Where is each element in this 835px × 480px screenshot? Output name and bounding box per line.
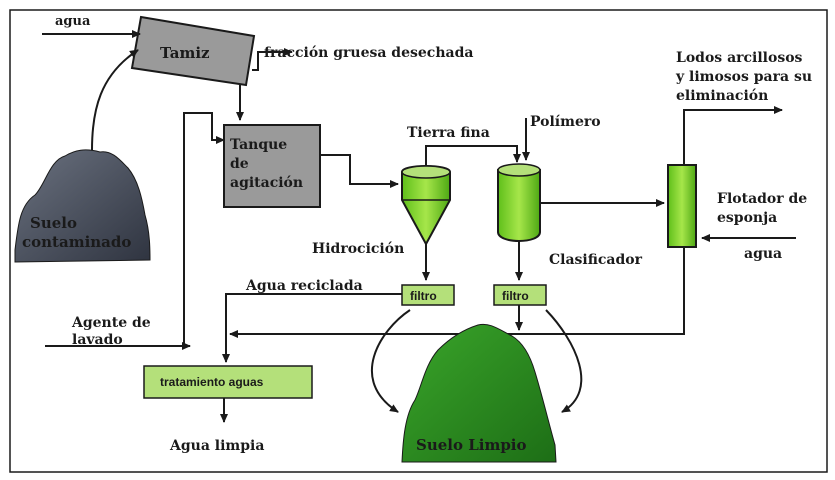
tanque-label-2: de — [230, 156, 249, 172]
lodos-label-3: eliminación — [676, 88, 768, 104]
flotador-box — [667, 164, 697, 248]
agua-right-label: agua — [744, 246, 782, 262]
filtro-2-label: filtro — [502, 289, 529, 303]
flotador-label-1: Flotador de — [717, 191, 807, 207]
clasificador-label: Clasificador — [549, 252, 643, 268]
polimero-label: Polímero — [530, 114, 601, 130]
tamiz-label: Tamiz — [160, 44, 210, 62]
tratamiento-label: tratamiento aguas — [160, 375, 264, 389]
filtro-1-label: filtro — [410, 289, 437, 303]
hidrociclon-label: Hidrocición — [312, 241, 404, 257]
tierra-fina-arrow — [425, 145, 521, 166]
fraccion-arrow — [252, 48, 293, 71]
tierra-fina-label: Tierra fina — [407, 125, 490, 141]
tanque-label-1: Tanque — [230, 137, 287, 153]
soil-to-tamiz-arrow — [91, 49, 139, 151]
agua-reciclada-label: Agua reciclada — [245, 278, 363, 294]
suelo-contaminado-label-2: contaminado — [22, 233, 131, 251]
filtro2-to-suelo-arrow — [545, 309, 583, 413]
suelo-contaminado-label-1: Suelo — [30, 214, 77, 232]
agente-label-2: lavado — [72, 332, 123, 348]
agente-label-1: Agente de — [71, 315, 151, 331]
clasificador-tank — [497, 163, 541, 242]
tanque-agitacion-box: Tanque de agitación — [223, 124, 321, 208]
lodos-outlet-arrow — [683, 106, 783, 165]
agua-limpia-label: Agua limpia — [169, 438, 264, 454]
agua-reciclada-line — [222, 293, 402, 363]
tanque-label-3: agitación — [230, 175, 303, 191]
lodos-label-1: Lodos arcillosos — [676, 50, 803, 66]
flotador-label-2: esponja — [717, 210, 777, 226]
filtro-1-box: filtro — [401, 284, 455, 306]
tratamiento-aguas-box: tratamiento aguas — [143, 365, 313, 399]
lodos-label-2: y limosos para su — [675, 69, 812, 85]
filtro-2-box: filtro — [493, 284, 547, 306]
suelo-limpio-pile: Suelo Limpio — [401, 323, 557, 463]
filtro1-to-suelo-arrow — [370, 309, 411, 413]
tanque-to-hidrociclon-arrow — [320, 154, 399, 188]
hidrociclon — [401, 165, 451, 247]
tamiz-box: Tamiz — [130, 15, 256, 87]
suelo-limpio-label: Suelo Limpio — [416, 436, 527, 454]
suelo-contaminado-pile: Suelo contaminado — [14, 149, 151, 263]
fraccion-label: fracción gruesa desechada — [264, 45, 473, 61]
flotador-return-line — [229, 247, 685, 338]
recycle-to-tanque-line — [183, 112, 225, 345]
diagram-border — [9, 9, 828, 473]
agua-top-label: agua — [55, 14, 91, 29]
